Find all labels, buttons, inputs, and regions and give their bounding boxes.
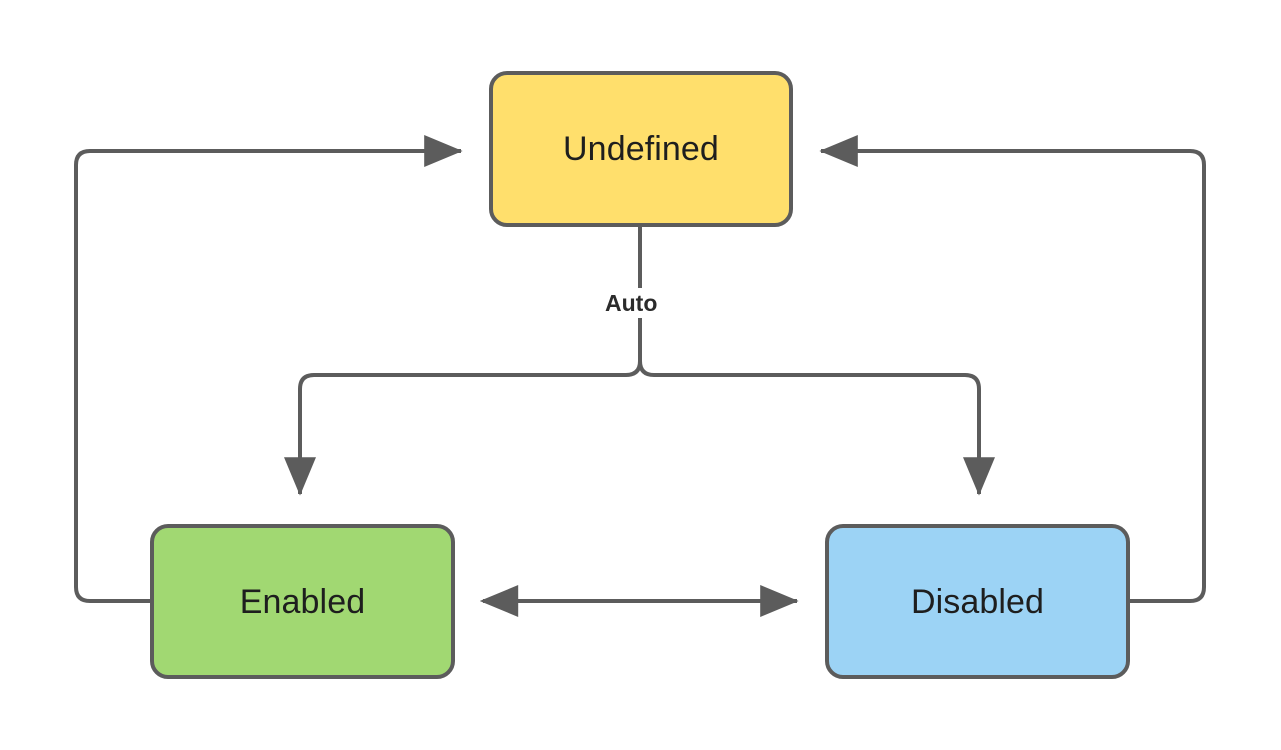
edge-enabled-to-undefined <box>74 135 463 603</box>
state-node-enabled[interactable]: Enabled <box>150 524 455 679</box>
state-node-disabled[interactable]: Disabled <box>825 524 1130 679</box>
state-node-disabled-label: Disabled <box>910 582 1045 621</box>
edge-label-auto: Auto <box>598 288 665 319</box>
state-node-enabled-label: Enabled <box>239 582 366 621</box>
edge-disabled-to-undefined <box>819 135 1206 603</box>
state-node-undefined[interactable]: Undefined <box>489 71 793 227</box>
edge-undefined-auto-disabled <box>638 360 995 496</box>
state-node-undefined-label: Undefined <box>563 130 719 168</box>
edge-undefined-auto-enabled <box>284 227 642 496</box>
